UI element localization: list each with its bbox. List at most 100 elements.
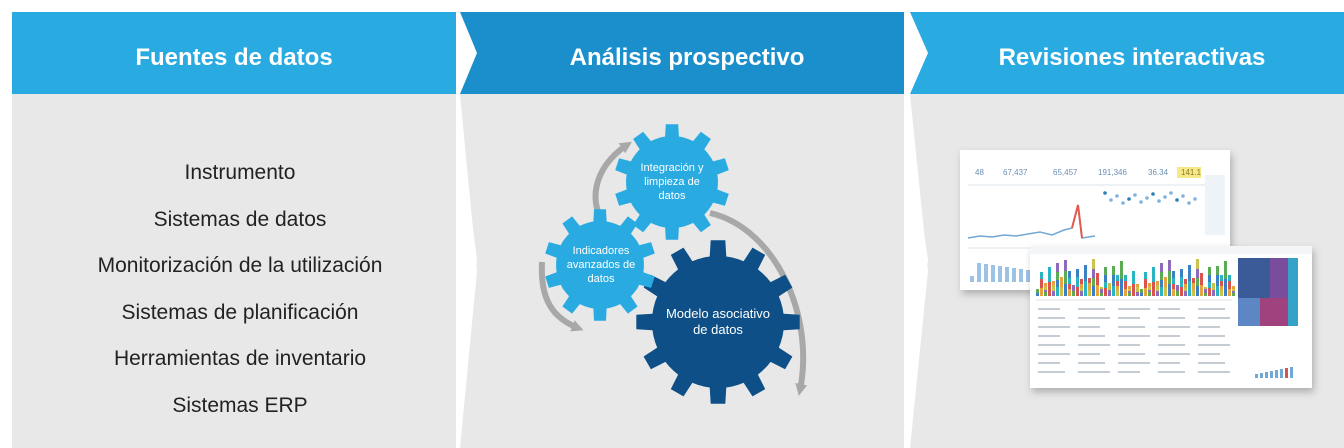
table-cell-line [1118,344,1140,346]
stacked-bar-segment [1056,263,1059,272]
table-cell-line [1118,317,1140,319]
mini-bar [977,263,981,282]
table-cell-line [1038,308,1060,310]
stacked-bar-segment [1104,282,1107,288]
stacked-bar-segment [1192,290,1195,296]
stacked-bar-segment [1176,291,1179,296]
stacked-bar-segment [1200,285,1203,296]
stacked-bar-segment [1164,277,1167,287]
stacked-bar-segment [1156,281,1159,285]
stacked-bar-segment [1048,267,1051,282]
stacked-bar-segment [1232,291,1235,293]
scatter-point [1127,197,1131,201]
stacked-bar-segment [1060,287,1063,296]
scatter-point [1121,201,1125,205]
stacked-bar-segment [1116,286,1119,290]
stacked-bar-segment [1108,283,1111,290]
scatter-point [1151,192,1155,196]
table-cell-line [1158,335,1180,337]
stacked-bar-segment [1128,286,1131,289]
stacked-bar-segment [1176,285,1179,291]
stacked-bar-segment [1128,291,1131,293]
scatter-point [1187,201,1191,205]
stacked-bar-segment [1184,284,1187,288]
stacked-bar-segment [1064,260,1067,271]
stacked-bar-segment [1048,282,1051,296]
stacked-bar-segment [1056,287,1059,296]
stacked-bar-segment [1092,286,1095,296]
stacked-bar-segment [1120,279,1123,296]
stacked-bar-segment [1116,275,1119,281]
stacked-bar-segment [1080,279,1083,284]
stacked-bar-segment [1104,267,1107,275]
stacked-bar-segment [1124,275,1127,281]
stacked-bar-segment [1064,284,1067,296]
table-cell-line [1118,326,1145,328]
stacked-bar-segment [1100,289,1103,293]
table-cell-line [1078,362,1105,364]
stacked-bar-segment [1216,275,1219,286]
stacked-bar-segment [1140,289,1143,293]
stacked-bar-segment [1100,287,1103,289]
stacked-bar-segment [1044,283,1047,287]
stacked-bar-segment [1112,266,1115,275]
stacked-bar-segment [1056,280,1059,287]
stacked-bar-segment [1044,287,1047,290]
stacked-bar-segment [1124,281,1127,289]
stacked-bar-segment [1156,291,1159,296]
stacked-bar-segment [1088,283,1091,290]
stacked-bar-segment [1148,287,1151,290]
stacked-bar-segment [1208,275,1211,282]
stacked-bar-segment [1196,269,1199,278]
stacked-bar-segment [1052,281,1055,285]
mini-bar [1255,374,1258,378]
stacked-bar-segment [1068,289,1071,296]
table-cell-line [1078,308,1105,310]
stacked-bar-segment [1148,292,1151,296]
stacked-bar-segment [1200,273,1203,285]
stacked-bar-segment [1040,272,1043,279]
stacked-bar-segment [1068,284,1071,289]
table-cell-line [1198,326,1220,328]
stacked-bar-segment [1092,259,1095,269]
mini-bar [1265,372,1268,378]
stacked-bar-segment [1132,271,1135,284]
stacked-bar-segment [1080,291,1083,296]
gear-shape [636,240,800,404]
table-cell-line [1118,371,1140,373]
stacked-bar-segment [1076,277,1079,287]
table-cell-line [1198,308,1225,310]
table-cell-line [1158,344,1185,346]
stacked-bar-segment [1064,271,1067,284]
stacked-bar-segment [1172,284,1175,289]
stacked-bar-segment [1160,272,1163,280]
mini-bar [1275,370,1278,378]
stacked-bar-segment [1136,287,1139,292]
table-cell-line [1038,317,1065,319]
dashboard-thumbnail-2 [1030,246,1312,388]
stacked-bar-segment [1124,289,1127,296]
stacked-bar-segment [1068,271,1071,278]
kpi-value: 191,346 [1098,168,1127,177]
scatter-point [1193,197,1197,201]
stacked-bar-segment [1088,290,1091,296]
table-cell-line [1158,317,1185,319]
stacked-bar-segment [1180,287,1183,296]
stacked-bar-segment [1192,283,1195,290]
mini-bar [984,264,988,282]
stacked-bar-segment [1132,284,1135,296]
gear-indicators-icon [545,209,655,321]
stacked-bar-segment [1184,288,1187,291]
stacked-bar-segment [1172,289,1175,296]
stacked-bar-segment [1112,286,1115,296]
table-cell-line [1038,362,1060,364]
table-cell-line [1078,371,1110,373]
stacked-bar-segment [1208,267,1211,275]
table-cell-line [1118,335,1150,337]
stacked-bar-segment [1188,265,1191,281]
mini-bar [1260,373,1263,378]
stacked-bar-segment [1220,290,1223,296]
stacked-bar-segment [1148,290,1151,292]
stacked-bar-segment [1076,269,1079,277]
